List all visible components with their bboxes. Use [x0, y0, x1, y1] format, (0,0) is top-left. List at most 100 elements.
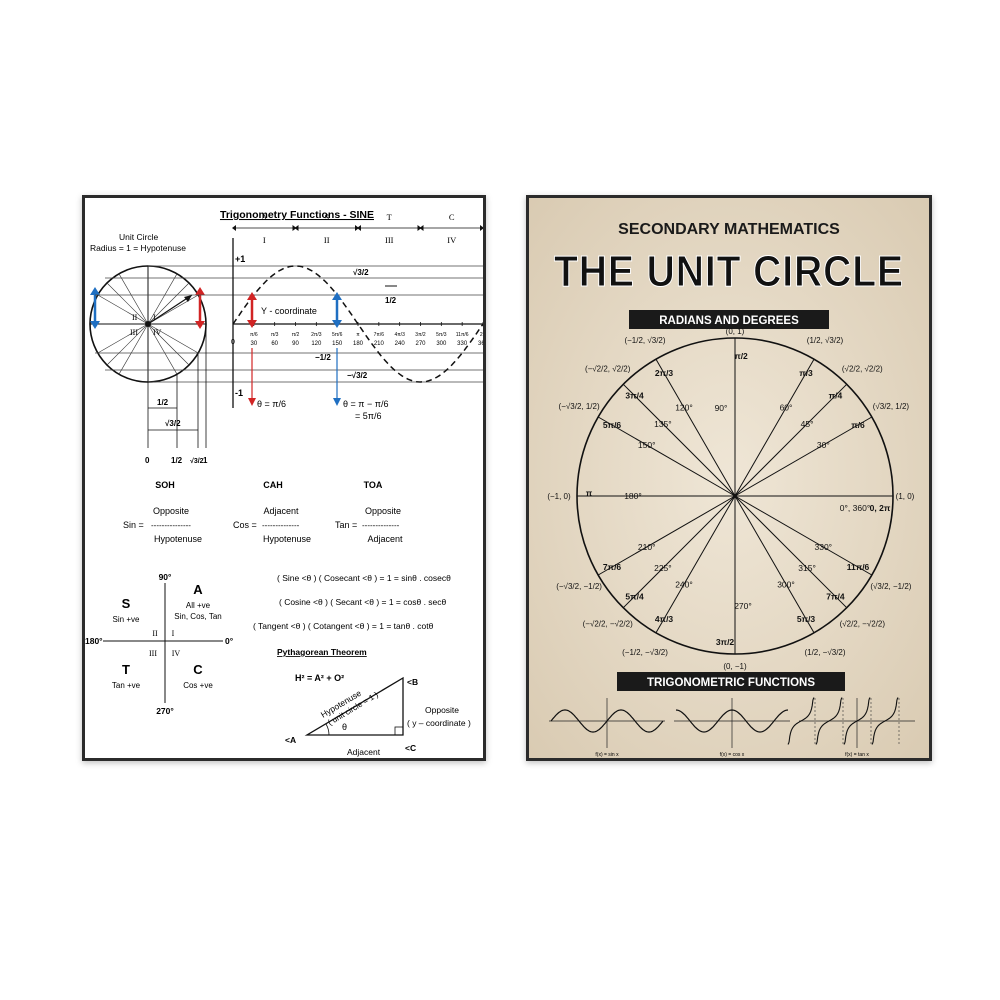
axis-deg-label: 120: [311, 341, 322, 347]
axis-rad-label: 2π: [480, 332, 483, 338]
tri-A: <A: [285, 735, 296, 745]
degree-label: 30°: [817, 440, 830, 450]
degree-label: 90°: [715, 403, 728, 413]
radian-label: 2π/3: [655, 368, 674, 378]
axis-deg-label: 30: [250, 341, 257, 347]
unit-circle-svg: SECONDARY MATHEMATICS THE UNIT CIRCLE RA…: [529, 198, 929, 758]
value-neg-half: −1/2: [315, 353, 331, 362]
astc-A: A: [193, 582, 203, 597]
astc-q4: IV: [172, 649, 181, 658]
dim-zero: 0: [145, 456, 150, 465]
astc-A-sub1: All +ve: [186, 601, 211, 610]
tri-C: <C: [405, 743, 416, 753]
astc-180: 180°: [85, 636, 103, 646]
radian-label: π/2: [734, 351, 748, 361]
reciprocal-identities: ( Sine <θ ) ( Cosecant <θ ) = 1 = sinθ .…: [253, 573, 451, 631]
axis-deg-label: 270: [415, 341, 426, 347]
radian-label: π/3: [799, 368, 813, 378]
unit-circle-diagram: 0°, 360°0, 2π(1, 0)30°π/6(√3/2, 1/2)45°π…: [547, 327, 914, 671]
poster-title: Trigonometry Functions - SINE: [220, 209, 374, 221]
tri-opp-sub: ( y – coordinate ): [407, 718, 471, 728]
fn-tan-label: f(x) = tan x: [845, 752, 869, 758]
coordinate-label: (−√3/2, 1/2): [559, 402, 600, 411]
radian-label: 3π/4: [625, 391, 644, 401]
astc-90: 90°: [159, 572, 172, 582]
radian-label: π/6: [851, 420, 865, 430]
axis-rad-label: π/6: [250, 332, 258, 338]
degree-label: 45°: [801, 419, 814, 429]
axis-deg-label: 180: [353, 341, 364, 347]
quadrant-letter-t: T: [387, 212, 393, 222]
degree-label: 270°: [734, 601, 752, 611]
quadrant-roman-1: I: [263, 235, 266, 245]
axis-rad-label: π: [356, 332, 360, 338]
right-triangle: θ <A <B <C Hypotenuse ( unit circle = 1 …: [285, 676, 471, 757]
quadrant-roman-3: III: [385, 235, 394, 245]
coordinate-label: (0, 1): [726, 327, 745, 336]
dim-r3-2-b: √3/2: [190, 457, 204, 465]
unit-circle-label: Unit Circle: [119, 232, 158, 242]
degree-label: 300°: [777, 579, 795, 589]
degree-label: 120°: [675, 403, 693, 413]
axis-rad-label: 7π/6: [374, 332, 385, 338]
value-r3-2: √3/2: [353, 268, 369, 277]
degree-label: 135°: [654, 419, 672, 429]
coordinate-label: (1/2, √3/2): [807, 336, 844, 345]
radian-label: 3π/2: [716, 637, 735, 647]
radian-label: 5π/3: [797, 614, 816, 624]
astc-q2: II: [152, 629, 158, 638]
axis-deg-label: 300: [436, 341, 447, 347]
degree-label: 315°: [798, 563, 816, 573]
quadrant-roman-2: II: [324, 235, 330, 245]
axis-deg-label: 330: [457, 341, 468, 347]
astc-T: T: [122, 662, 130, 677]
svg-text:II: II: [132, 313, 138, 322]
astc-S-sub: Sin +ve: [113, 615, 140, 624]
coordinate-label: (−√2/2, √2/2): [585, 365, 631, 374]
mini-unit-circle: II I III IV: [89, 265, 207, 383]
axis-rad-label: 5π/3: [436, 332, 447, 338]
sine-chart-svg: Trigonometry Functions - SINE Unit Circl…: [85, 209, 483, 757]
toa-head: TOA: [364, 480, 383, 490]
banner-trig-functions: TRIGONOMETRIC FUNCTIONS: [647, 677, 815, 689]
dim-one: 1: [203, 456, 208, 465]
y-axis-zero: 0: [231, 339, 235, 346]
radian-label: 7π/4: [826, 591, 845, 601]
axis-deg-label: 240: [395, 341, 406, 347]
degree-label: 225°: [654, 563, 672, 573]
svg-text:--------------: --------------: [262, 521, 300, 530]
astc-C: C: [193, 662, 203, 677]
pythagorean-eq: H² = A² + O²: [295, 673, 344, 683]
axis-rad-label: π/3: [271, 332, 279, 338]
dim-half: 1/2: [157, 398, 169, 407]
svg-text:III: III: [130, 328, 138, 337]
poster-trig-sine: Trigonometry Functions - SINE Unit Circl…: [82, 195, 486, 761]
axis-deg-label: 90: [292, 341, 299, 347]
astc-270: 270°: [156, 706, 174, 716]
circle-dimensions: [147, 324, 207, 448]
theta-pi-6: θ = π/6: [257, 399, 286, 409]
coordinate-label: (√3/2, −1/2): [870, 582, 911, 591]
identity-cosine: ( Cosine <θ ) ( Secant <θ ) = 1 = cosθ .…: [279, 597, 447, 607]
tri-B: <B: [407, 677, 418, 687]
degree-label: 150°: [638, 440, 656, 450]
astc-T-sub: Tan +ve: [112, 681, 141, 690]
axis-rad-label: 5π/6: [332, 332, 343, 338]
axis-rad-label: 4π/3: [394, 332, 405, 338]
tri-adj: Adjacent: [347, 747, 381, 757]
astc-A-sub2: Sin, Cos, Tan: [174, 612, 221, 621]
soh-top: Opposite: [153, 506, 189, 516]
degree-label: 240°: [675, 579, 693, 589]
svg-text:IV: IV: [153, 328, 162, 337]
y-axis-bottom: -1: [235, 388, 243, 398]
astc-S: S: [122, 596, 131, 611]
svg-text:I: I: [153, 313, 156, 322]
cah-head: CAH: [263, 480, 283, 490]
radian-label: 4π/3: [655, 614, 674, 624]
sine-graph: +1 -1 0 π/630π/360π/2902π/31205π/6150π18…: [231, 238, 483, 421]
astc-C-sub: Cos +ve: [183, 681, 213, 690]
axis-rad-label: 2π/3: [311, 332, 322, 338]
astc-q1: I: [172, 629, 175, 638]
value-neg-r3-2: −√3/2: [347, 371, 368, 380]
